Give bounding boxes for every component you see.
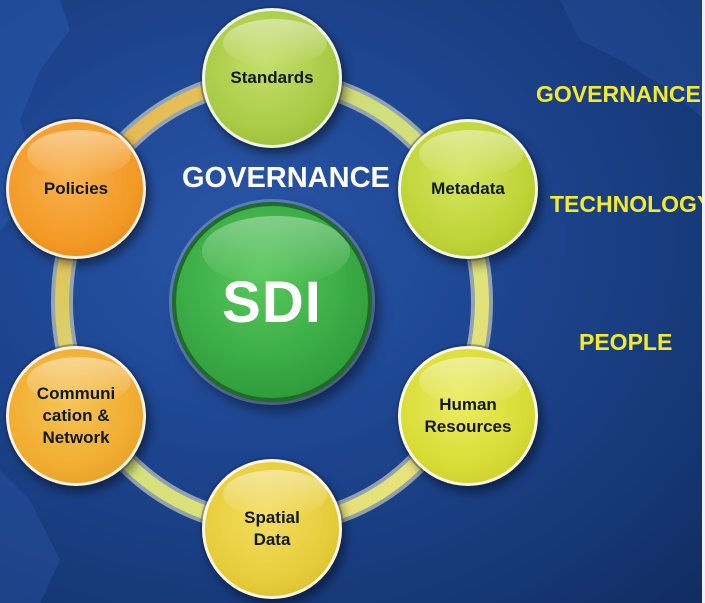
- node-spatial-data[interactable]: Spatial Data: [202, 459, 342, 599]
- center-sdi-label: SDI: [222, 269, 322, 335]
- side-label-governance: GOVERNANCE: [536, 81, 701, 107]
- node-communication-network[interactable]: Communi cation & Network: [6, 346, 146, 486]
- node-standards-label: Standards: [230, 68, 314, 87]
- side-label-people: PEOPLE: [579, 329, 673, 355]
- node-metadata-label: Metadata: [431, 179, 505, 198]
- node-communication-network-label: Communi cation & Network: [36, 384, 116, 447]
- node-policies[interactable]: Policies: [6, 119, 146, 259]
- node-policies-label: Policies: [43, 179, 109, 198]
- node-metadata[interactable]: Metadata: [398, 119, 538, 259]
- side-label-technology: TECHNOLOGY: [550, 191, 705, 217]
- node-spatial-data-label: Spatial Data: [244, 508, 300, 549]
- node-standards[interactable]: Standards: [202, 8, 342, 148]
- node-human-resources[interactable]: Human Resources: [398, 346, 538, 486]
- governance-heading: GOVERNANCE: [182, 162, 390, 194]
- right-edge-divider: [702, 0, 705, 603]
- node-human-resources-label: Human Resources: [424, 395, 512, 436]
- center-sdi-circle[interactable]: SDI: [172, 202, 372, 402]
